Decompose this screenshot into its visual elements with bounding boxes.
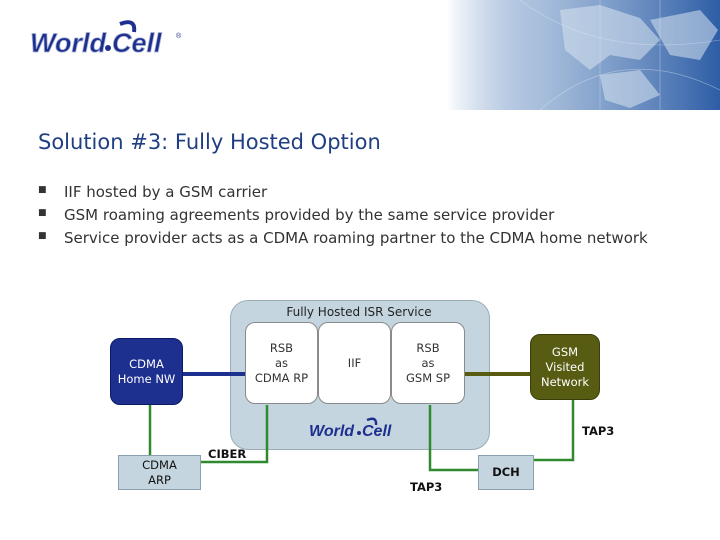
svg-text:World: World — [30, 28, 106, 58]
tap3-right-label: TAP3 — [582, 424, 615, 438]
worldcell-small-logo: World Cell — [307, 414, 411, 444]
link-tap3-bottom — [428, 405, 489, 472]
svg-text:®: ® — [176, 32, 182, 40]
iif-node: IIF — [318, 322, 391, 404]
bullet-text: Service provider acts as a CDMA roaming … — [64, 229, 648, 247]
gsm-visited-network-node: GSM Visited Network — [530, 334, 600, 400]
cdma-arp-label: CDMA ARP — [142, 457, 177, 487]
iif-label: IIF — [347, 355, 362, 370]
tap3-bottom-label: TAP3 — [410, 480, 443, 494]
ciber-label: CIBER — [208, 447, 247, 461]
bullet-item: ■ Service provider acts as a CDMA roaming… — [38, 229, 648, 252]
bullet-icon: ■ — [38, 208, 47, 218]
bullet-text: IIF hosted by a GSM carrier — [64, 183, 268, 201]
link-ciber-2 — [201, 405, 269, 464]
cdma-arp-node: CDMA ARP — [118, 455, 201, 490]
bullet-item: ■ GSM roaming agreements provided by the … — [38, 206, 648, 229]
cdma-home-network-node: CDMA Home NW — [110, 338, 183, 405]
hosted-service-label: Fully Hosted ISR Service — [286, 305, 432, 319]
rsb-gsm-sp-label: RSB as GSM SP — [405, 340, 451, 385]
bullet-item: ■ IIF hosted by a GSM carrier — [38, 183, 648, 206]
bullet-icon: ■ — [38, 231, 47, 241]
cdma-home-network-label: CDMA Home NW — [117, 356, 176, 386]
bullet-list: ■ IIF hosted by a GSM carrier ■ GSM roamin… — [38, 183, 648, 252]
slide-title: Solution #3: Fully Hosted Option — [38, 130, 381, 154]
svg-text:Cell: Cell — [362, 423, 392, 440]
rsb-cdma-rp-node: RSB as CDMA RP — [245, 322, 318, 404]
bullet-text: GSM roaming agreements provided by the s… — [64, 206, 555, 224]
link-tap3-right — [534, 400, 575, 462]
rsb-cdma-rp-label: RSB as CDMA RP — [254, 340, 309, 385]
gsm-visited-network-label: GSM Visited Network — [540, 344, 590, 389]
svg-text:World: World — [309, 423, 355, 440]
dch-node: DCH — [478, 455, 534, 490]
world-map-banner — [0, 0, 720, 110]
rsb-gsm-sp-node: RSB as GSM SP — [391, 322, 465, 404]
svg-text:Cell: Cell — [112, 28, 162, 58]
bullet-icon: ■ — [38, 185, 47, 195]
worldcell-logo: World Cell ® — [30, 20, 182, 58]
dch-label: DCH — [492, 465, 520, 479]
